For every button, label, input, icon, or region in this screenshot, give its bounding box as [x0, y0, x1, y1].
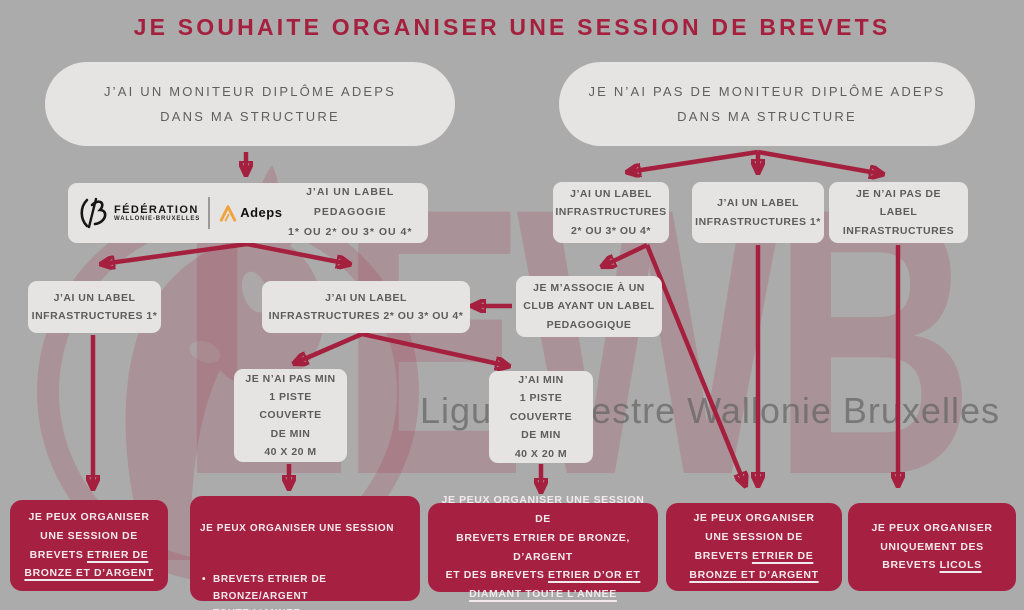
node-label-pedagogie-text: J’AI UN LABEL PEDAGOGIE 1* OU 2* OU 3* O…	[287, 186, 413, 238]
result-bronze-argent-1: JE PEUX ORGANISER UNE SESSION DE BREVETS…	[10, 500, 168, 591]
node-infra1-left-label: J’AI UN LABEL INFRASTRUCTURES 1*	[31, 291, 158, 322]
adeps-logo: Adeps	[218, 202, 282, 225]
page-title: JE SOUHAITE ORGANISER UNE SESSION DE BRE…	[133, 14, 891, 40]
arrow-monitorno-to-infra234	[628, 149, 759, 172]
arrow-infra234left-to-piste	[361, 331, 508, 366]
adeps-triangle-icon	[219, 205, 237, 223]
result-full-year: JE PEUX ORGANISER UNE SESSION DE BREVETS…	[428, 494, 658, 600]
logo-divider	[208, 197, 211, 229]
result-bronze-argent-2: JE PEUX ORGANISER UNE SESSION DE BREVETS…	[666, 503, 842, 591]
node-no-piste: JE N’AI PAS MIN 1 PISTE COUVERTE DE MIN …	[234, 369, 347, 462]
node-monitor-no: JE N’AI PAS DE MONITEUR DIPLÔME ADEPS DA…	[559, 62, 975, 146]
result-bronze-argent-2-text: JE PEUX ORGANISER UNE SESSION DE BREVETS…	[689, 512, 819, 581]
node-infra1-right: J’AI UN LABEL INFRASTRUCTURES 1*	[692, 182, 824, 243]
node-infra234-right-label: J’AI UN LABEL INFRASTRUCTURES 2* OU 3* O…	[555, 187, 667, 237]
arrow-infra234left-to-nopiste	[295, 331, 363, 363]
node-monitor-no-label: JE N’AI PAS DE MONITEUR DIPLÔME ADEPS DA…	[588, 83, 946, 124]
node-piste-label: J’AI MIN 1 PISTE COUVERTE DE MIN 40 X 20…	[509, 374, 573, 460]
bullet-bronze-argent: BREVETS ETRIER DE BRONZE/ARGENT TOUTE L’…	[200, 571, 410, 610]
node-monitor-yes: J’AI UN MONITEUR DIPLÔME ADEPS DANS MA S…	[45, 62, 455, 146]
node-associe-club-label: JE M’ASSOCIE À UN CLUB AYANT UN LABEL PE…	[523, 281, 655, 331]
node-no-piste-label: JE N’AI PAS MIN 1 PISTE COUVERTE DE MIN …	[245, 372, 336, 459]
node-monitor-yes-label: J’AI UN MONITEUR DIPLÔME ADEPS DANS MA S…	[103, 83, 397, 124]
node-infra1-right-label: J’AI UN LABEL INFRASTRUCTURES 1*	[695, 197, 821, 228]
node-infra1-left: J’AI UN LABEL INFRASTRUCTURES 1*	[28, 281, 161, 333]
node-no-infra: JE N’AI PAS DE LABEL INFRASTRUCTURES	[829, 182, 968, 243]
federation-word: FÉDÉRATION	[114, 203, 199, 216]
result-session-bullets-list: BREVETS ETRIER DE BRONZE/ARGENT TOUTE L’…	[200, 554, 410, 610]
arrow-infra234right-to-result4	[644, 244, 745, 485]
adeps-word: Adeps	[240, 204, 283, 220]
result-bronze-argent-1-text: JE PEUX ORGANISER UNE SESSION DE BREVETS…	[24, 510, 154, 580]
node-label-pedagogie: FÉDÉRATION WALLONIE-BRUXELLES Adeps J’AI…	[68, 183, 428, 243]
node-piste: J’AI MIN 1 PISTE COUVERTE DE MIN 40 X 20…	[489, 371, 593, 463]
node-infra234-left-label: J’AI UN LABEL INFRASTRUCTURES 2* OU 3* O…	[268, 291, 464, 322]
arrow-infra234right-to-associe	[603, 242, 648, 266]
arrow-monitorno-to-noinfra	[757, 149, 882, 174]
result-full-year-text: JE PEUX ORGANISER UNE SESSION DE BREVETS…	[441, 493, 645, 601]
result-licols-text: JE PEUX ORGANISER UNIQUEMENT DES BREVETS…	[871, 521, 993, 572]
node-associe-club: JE M’ASSOCIE À UN CLUB AYANT UN LABEL PE…	[516, 276, 662, 337]
node-infra234-left: J’AI UN LABEL INFRASTRUCTURES 2* OU 3* O…	[262, 281, 470, 333]
fwb-monogram-icon	[80, 197, 107, 229]
arrow-pedagogie-to-infra234left	[246, 241, 349, 264]
result-licols: JE PEUX ORGANISER UNIQUEMENT DES BREVETS…	[848, 503, 1016, 591]
wallonie-bruxelles-word: WALLONIE-BRUXELLES	[114, 215, 201, 222]
arrow-pedagogie-to-infra1left	[102, 241, 248, 264]
node-no-infra-label: JE N’AI PAS DE LABEL INFRASTRUCTURES	[842, 187, 955, 237]
node-infra234-right: J’AI UN LABEL INFRASTRUCTURES 2* OU 3* O…	[553, 182, 669, 243]
result-session-bullets: JE PEUX ORGANISER UNE SESSION BREVETS ET…	[190, 496, 420, 610]
federation-wallonie-bruxelles-logo: FÉDÉRATION WALLONIE-BRUXELLES	[78, 197, 200, 229]
result-session-bullets-heading: JE PEUX ORGANISER UNE SESSION	[200, 523, 395, 534]
